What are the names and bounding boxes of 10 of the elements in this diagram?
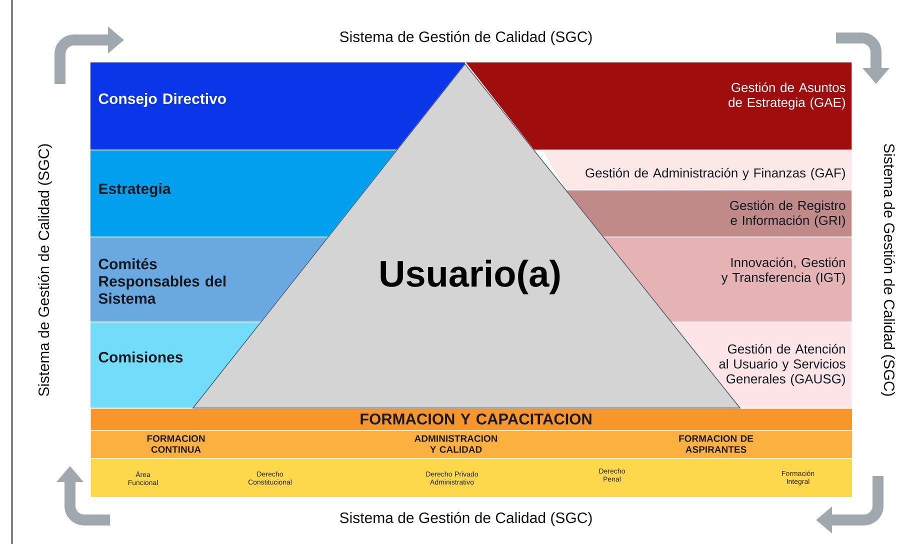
tier-box: Consejo Directivo [90, 62, 468, 150]
system-label: Sistema de Gestión de Calidad (SGC) [340, 512, 592, 526]
training-band: FORMACION CONTINUA ADMINISTRACION Y CALIDAD FORMACION DE ASPIRANTES [90, 430, 853, 459]
tier-box: Estrategia [90, 150, 398, 238]
system-label: Sistema de Gestión de Calidad (SGC) [38, 144, 52, 396]
tier-box: Comités Responsables del Sistema [90, 236, 330, 322]
tier-box: Comisiones [90, 322, 262, 408]
system-label: Sistema de Gestión de Calidad (SGC) [340, 30, 592, 46]
training-band: FORMACION Y CAPACITACION [90, 408, 853, 431]
system-label: Sistema de Gestión de Calidad (SGC) [880, 144, 896, 396]
